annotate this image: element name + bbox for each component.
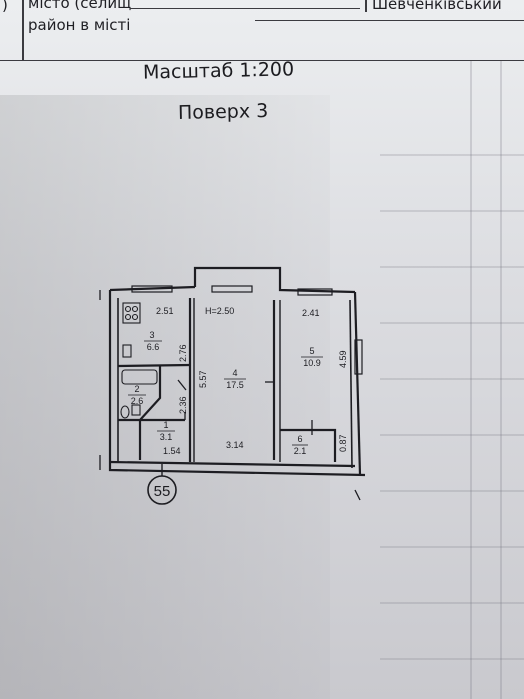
backside-column-line	[500, 60, 502, 699]
building-number: 55	[154, 483, 171, 500]
dim-living-top: H=2.50	[205, 306, 234, 316]
room-4-number: 4	[232, 368, 237, 378]
doors	[99, 290, 361, 501]
room-labels: 3 6.6 2 2.6 1 3.1 4 17.5 5 10.9 6 2.1	[128, 330, 323, 456]
room-3-area: 6.6	[147, 342, 160, 352]
room-1-area: 3.1	[160, 432, 173, 442]
bath-fixtures	[120, 369, 158, 419]
dim-bedroom-top: 2.41	[302, 308, 320, 318]
dim-living-bottom: 3.14	[226, 440, 244, 450]
district-underline	[255, 20, 524, 21]
dim-bedroom-side: 4.59	[338, 350, 348, 368]
header-left-fragment: )	[2, 0, 8, 14]
room-4-area: 17.5	[226, 380, 244, 390]
room-5-area: 10.9	[303, 358, 321, 368]
dim-hall-bottom: 1.54	[163, 446, 181, 456]
dim-kitchen-top: 2.51	[156, 306, 174, 316]
windows	[131, 285, 363, 375]
room-3-number: 3	[149, 330, 154, 340]
kitchen-fixtures	[122, 302, 141, 358]
header-divider	[365, 0, 367, 12]
city-underline	[130, 8, 360, 9]
dim-kitchen-side: 2.76	[178, 344, 188, 362]
dimension-labels: 2.51 H=2.50 2.41 3.14 1.54 2.76 5.57 2.3…	[156, 306, 348, 456]
district-value: Шевченківський	[372, 0, 502, 13]
room-2-number: 2	[134, 384, 139, 394]
room-6-area: 2.1	[294, 446, 307, 456]
room-5-number: 5	[309, 346, 314, 356]
backside-table-lines	[380, 100, 524, 699]
header-divider	[22, 0, 24, 60]
backside-column-line	[470, 60, 472, 699]
district-label: район в місті	[28, 16, 131, 34]
room-6-number: 6	[297, 434, 302, 444]
plan-walls	[108, 266, 366, 477]
dim-closet-side: 0.87	[338, 434, 348, 452]
form-header: ) місто (селищ район в місті Шевченківсь…	[0, 0, 524, 61]
dim-bath-side: 2.36	[178, 396, 188, 414]
dim-living-side: 5.57	[198, 370, 208, 388]
room-1-number: 1	[163, 420, 168, 430]
city-label: місто (селищ	[28, 0, 132, 12]
building-number-circle	[147, 475, 177, 505]
room-2-area: 2.6	[131, 396, 144, 406]
